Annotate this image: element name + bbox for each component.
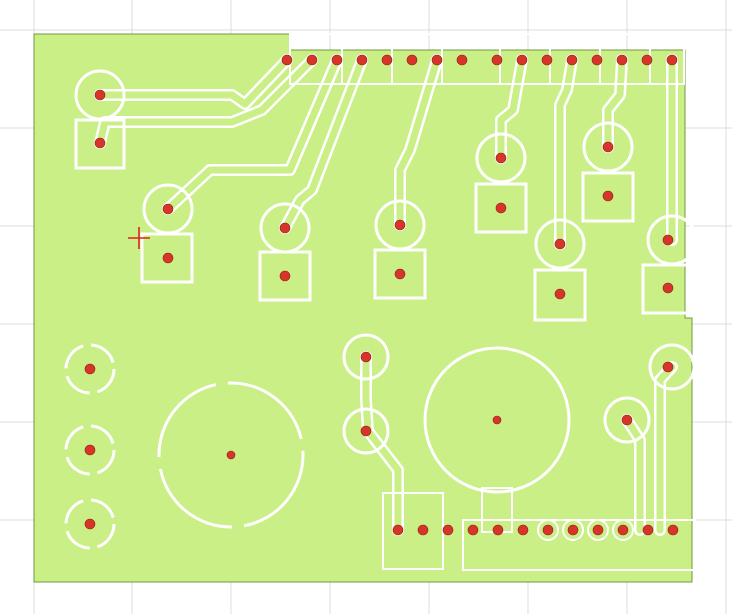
crosshair-cursor-icon (128, 227, 150, 249)
component-pads (74, 69, 698, 455)
drill-holes (84, 54, 679, 536)
mounting-holes (64, 343, 571, 550)
